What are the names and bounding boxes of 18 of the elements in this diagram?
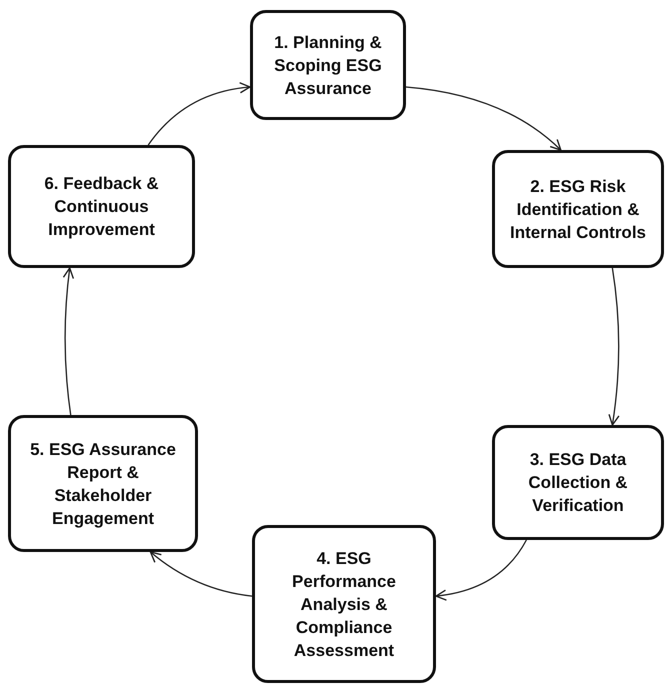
process-box (250, 10, 406, 120)
process-box (252, 525, 436, 683)
arrow (62, 267, 74, 416)
step-text: 2. ESG Risk Identification & Internal Controls (508, 176, 647, 244)
process-box (8, 145, 195, 268)
process-box (8, 415, 198, 552)
process-box (492, 425, 664, 540)
process-box (492, 150, 664, 268)
arrow (406, 86, 562, 151)
arrow (608, 268, 620, 426)
step-text: 6. Feedback & Continuous Improvement (43, 173, 160, 241)
arrow (150, 551, 252, 597)
arrow (435, 540, 527, 600)
step-text: 3. ESG Data Collection & Verification (527, 449, 629, 517)
arrow (148, 82, 251, 146)
step-text: 5. ESG Assurance Report & Stakeholder Engagement (29, 438, 177, 530)
step-text: 1. Planning & Scoping ESG Assurance (273, 32, 383, 100)
step-text: 4. ESG Performance Analysis & Compliance Assessment (291, 548, 397, 662)
